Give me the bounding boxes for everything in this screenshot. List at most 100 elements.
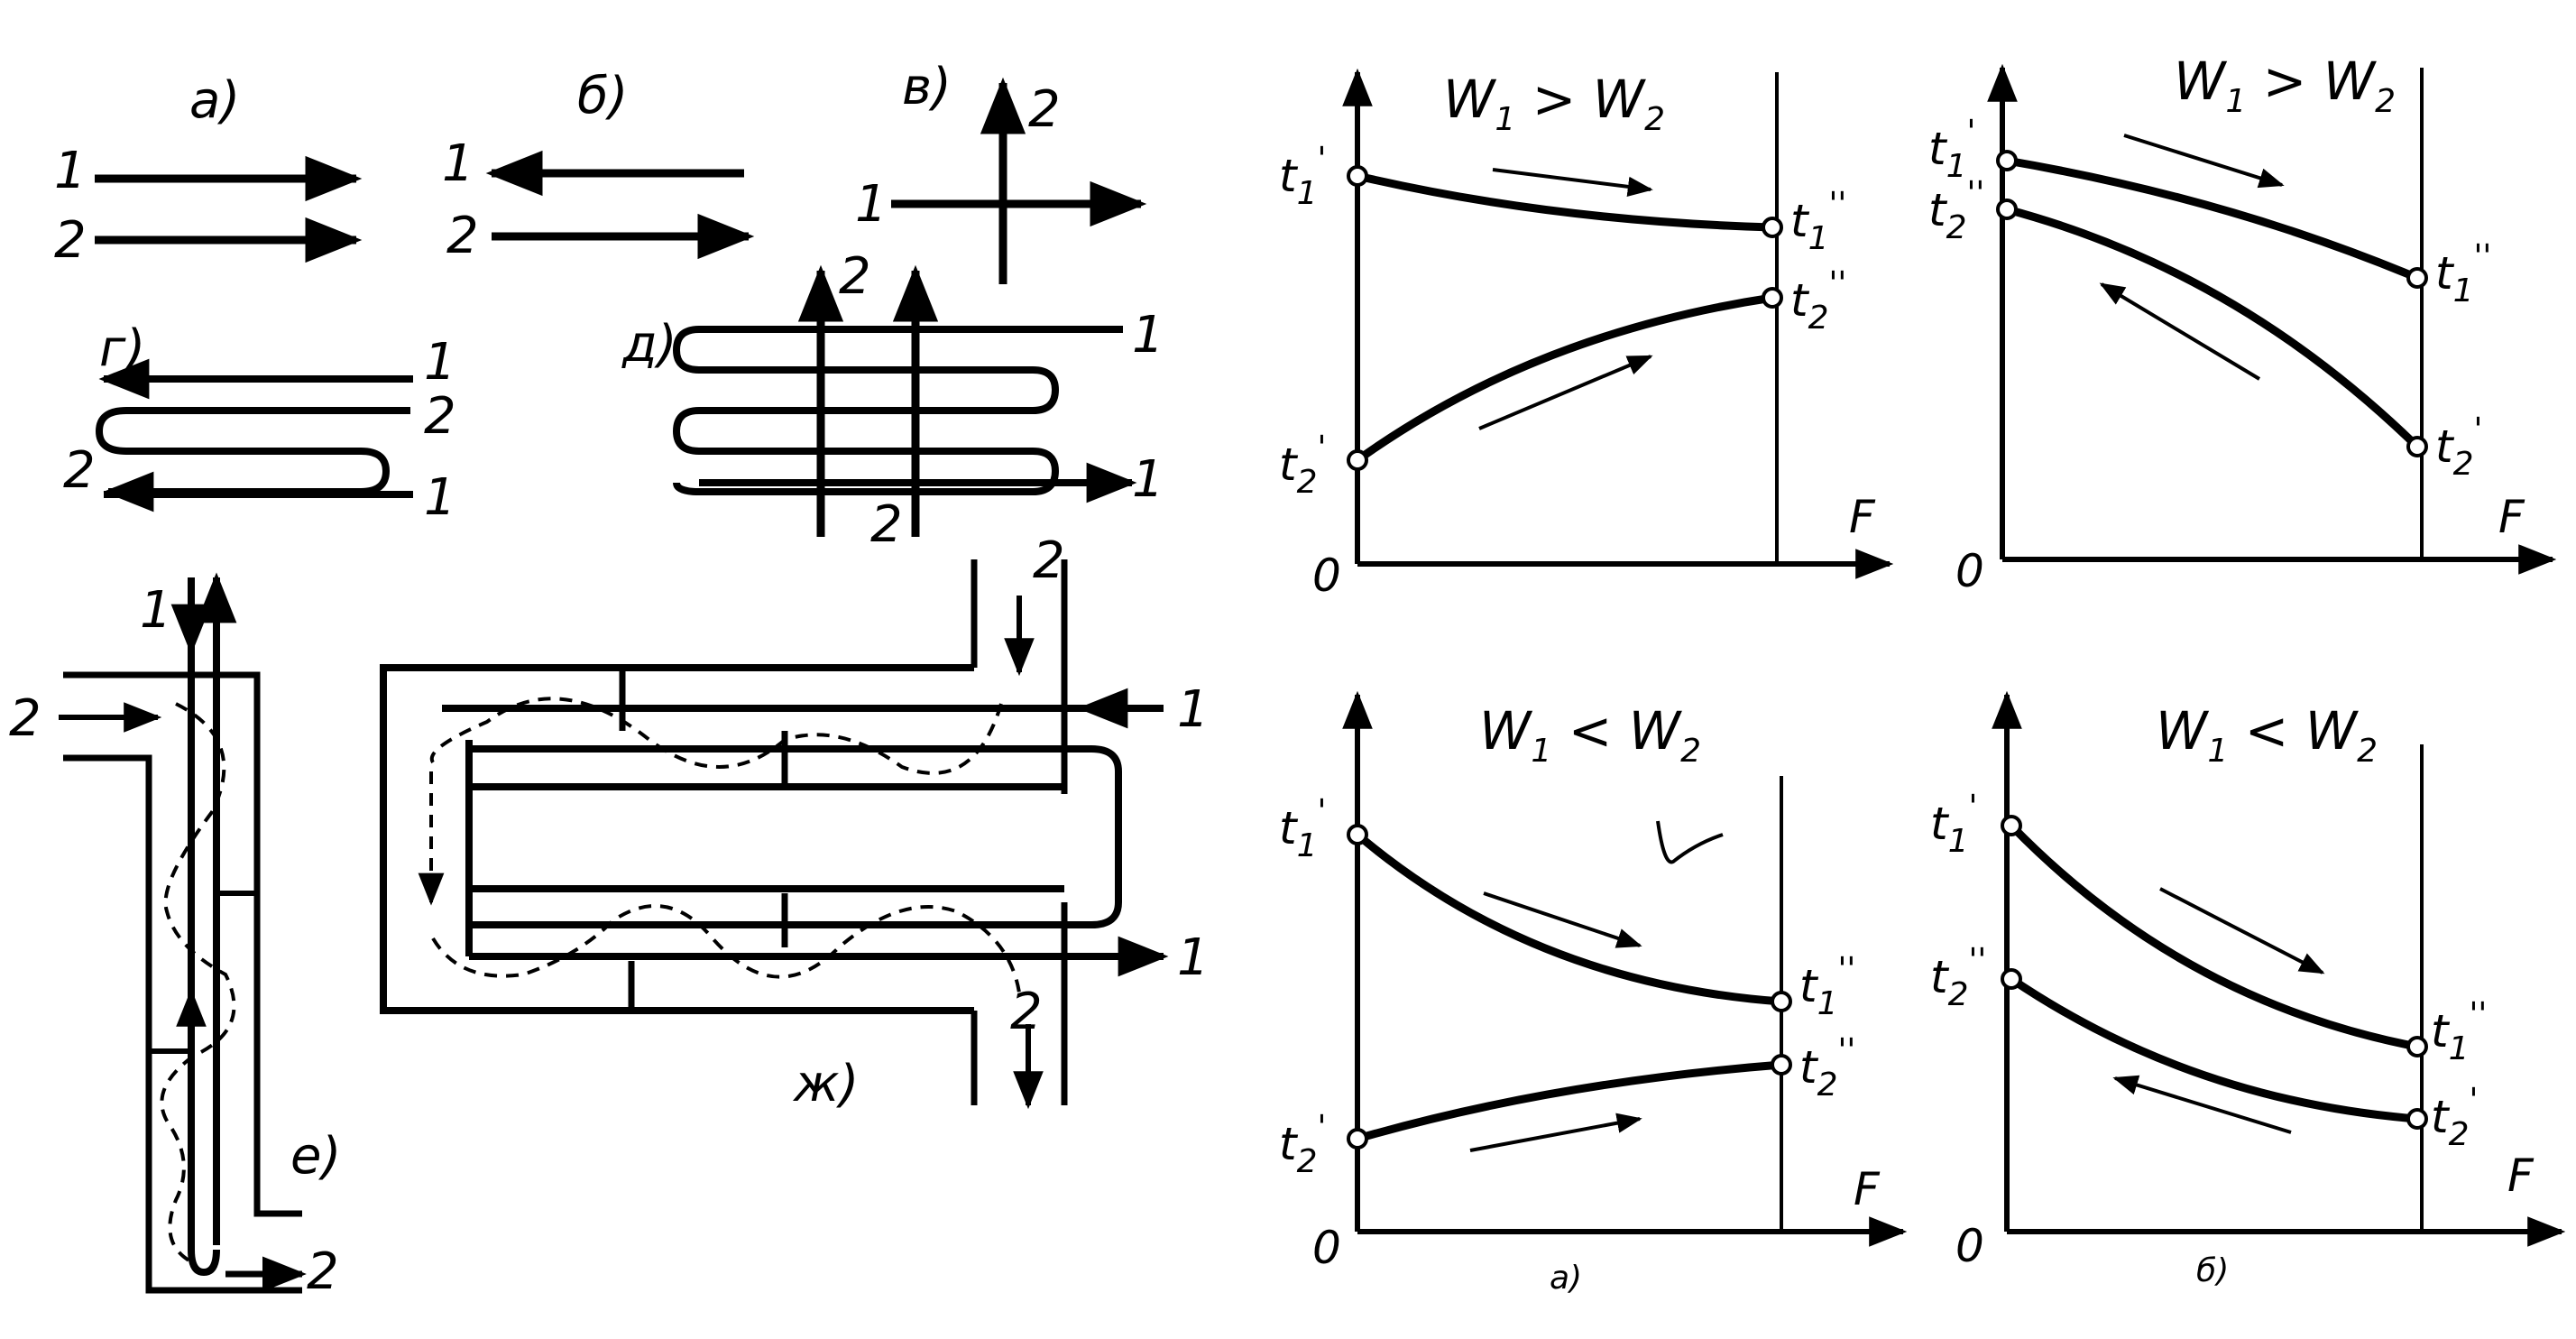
graph2-point-t1-in xyxy=(1996,150,2018,171)
graph1-label-t1-out: t1'' xyxy=(1790,186,1846,257)
graph3-flow-arrow-1 xyxy=(1483,891,1642,948)
scheme-e-shell-flow-path xyxy=(160,702,236,1265)
graph2-curve-t1 xyxy=(2006,156,2419,282)
graph4-flow-arrow-1 xyxy=(2159,887,2325,974)
graph-parallel-w1-gt-w2: 0 F W1 > W2 t1' t1'' t2' t2'' xyxy=(1279,68,1894,602)
scheme-zh-shell-and-tube: 1 1 2 2 ж) xyxy=(380,531,1210,1113)
graph4-point-t1-in xyxy=(2001,815,2022,836)
graph4-origin-label: 0 xyxy=(1955,1220,1984,1272)
graph3-x-axis-label: F xyxy=(1854,1163,1881,1215)
graph1-curve-t2 xyxy=(1355,293,1773,464)
graph1-flow-arrow-2 xyxy=(1478,355,1653,430)
graph3-label-t2-out: t2'' xyxy=(1799,1032,1855,1104)
graph1-origin-label: 0 xyxy=(1312,549,1341,602)
scheme-g-flow1-out-number: 1 xyxy=(424,468,456,527)
scheme-a-parallel-flow: а) 1 2 xyxy=(54,71,363,270)
scheme-a-flow2-number: 2 xyxy=(54,211,87,270)
graph4-flow-arrow-2 xyxy=(2112,1075,2292,1134)
scheme-d-flow1-in-number: 1 xyxy=(1132,306,1164,365)
graph-parallel-w1-lt-w2: 0 F а) W1 < W2 t1' t1'' t2' t2'' xyxy=(1279,690,1908,1297)
scheme-v-flow2-number: 2 xyxy=(1028,80,1061,139)
scheme-g-multipass: г) 1 2 2 1 xyxy=(63,319,456,527)
graph2-point-t1-out xyxy=(2406,267,2428,289)
scheme-zh-shell-flow-top xyxy=(429,697,1003,775)
graph4-point-t2-out xyxy=(2001,968,2022,990)
scheme-v-cross-flow: в) 2 1 xyxy=(855,58,1147,284)
graph-column-b-label: б) xyxy=(2196,1252,2229,1289)
graph4-x-axis-label: F xyxy=(2507,1150,2535,1202)
graph2-flow-arrow-1 xyxy=(2123,134,2285,189)
graph1-point-t2-out xyxy=(1762,287,1783,309)
graph4-label-t2-out: t2'' xyxy=(1930,942,1986,1013)
scheme-zh-flow2-in-number: 2 xyxy=(1033,531,1065,590)
graph3-flow-arrow-2 xyxy=(1469,1113,1642,1152)
scheme-e-u-tube: 1 2 е) 2 xyxy=(9,572,341,1301)
scheme-g-flow2-out-number: 2 xyxy=(63,441,96,500)
graph3-curve-t1 xyxy=(1355,831,1782,1006)
scheme-b-counter-flow: б) 1 2 xyxy=(442,67,755,265)
graph4-point-t2-in xyxy=(2406,1108,2428,1130)
scheme-d-flow2-bottom-number: 2 xyxy=(870,495,903,554)
scheme-g-serpentine xyxy=(95,407,410,513)
scheme-v-flow1-number: 1 xyxy=(855,175,888,234)
graph-column-a-label: а) xyxy=(1550,1260,1582,1297)
graph1-curve-t1 xyxy=(1356,171,1773,232)
scheme-d-cross-multipass: д) 2 1 1 2 xyxy=(621,247,1164,554)
graph2-x-axis-label: F xyxy=(2498,491,2525,543)
scheme-e-shell-left xyxy=(63,754,302,1294)
scheme-b-label: б) xyxy=(577,67,628,125)
scheme-d-serpentine xyxy=(672,326,1123,495)
graph-counter-w1-gt-w2: 0 F W1 > W2 t1' t2'' t1'' t2' xyxy=(1928,51,2557,597)
scheme-g-label: г) xyxy=(99,319,145,378)
graph2-curve-t2 xyxy=(2005,205,2421,450)
graph4-label-t2-in: t2' xyxy=(2431,1082,2478,1153)
graph-counter-w1-lt-w2: 0 F б) W1 < W2 t1' t2'' t1'' t2' xyxy=(1930,690,2566,1289)
graph1-title: W1 > W2 xyxy=(1443,69,1665,138)
graph1-label-t1-in: t1' xyxy=(1279,141,1326,212)
scheme-d-flow1-out-number: 1 xyxy=(1132,450,1164,509)
graph1-flow-arrow-1 xyxy=(1492,168,1653,197)
scheme-b-flow1-number: 1 xyxy=(442,134,474,193)
graph3-title: W1 < W2 xyxy=(1479,700,1701,770)
graph4-curve-t2 xyxy=(2009,975,2418,1123)
scheme-g-flow1-in-number: 1 xyxy=(424,333,456,392)
graph1-point-t1-in xyxy=(1347,165,1368,187)
scheme-zh-flow1-in-number: 1 xyxy=(1177,680,1210,739)
scheme-e-flow2-out-number: 2 xyxy=(307,1242,339,1301)
scheme-zh-shell xyxy=(380,664,974,1014)
graph2-label-t1-in: t1' xyxy=(1928,114,1975,185)
graph3-label-t1-out: t1'' xyxy=(1799,951,1855,1022)
graph3-point-t2-out xyxy=(1771,1054,1792,1076)
scheme-b-flow2-number: 2 xyxy=(446,207,479,265)
graph1-x-axis-label: F xyxy=(1849,491,1876,543)
graph2-point-t2-in xyxy=(2406,436,2428,457)
graph1-label-t2-in: t2' xyxy=(1279,429,1326,501)
graph3-point-t1-in xyxy=(1347,824,1368,845)
graph2-origin-label: 0 xyxy=(1955,545,1984,597)
graph4-curve-t1 xyxy=(2008,822,2418,1051)
scheme-a-flow1-number: 1 xyxy=(54,142,87,200)
graph2-title: W1 > W2 xyxy=(2174,51,2396,120)
graph3-check-mark xyxy=(1656,820,1724,864)
graph3-point-t2-in xyxy=(1347,1128,1368,1150)
graph2-label-t1-out: t1'' xyxy=(2435,238,2491,309)
scheme-d-label: д) xyxy=(621,315,677,374)
scheme-e-flow1-number: 1 xyxy=(140,581,172,640)
graph2-flow-arrow-2 xyxy=(2099,282,2261,381)
graph4-label-t1-in: t1' xyxy=(1930,789,1977,860)
scheme-a-label: а) xyxy=(189,71,240,130)
scheme-zh-shell-flow-bottom xyxy=(431,904,1021,993)
graph4-point-t1-out xyxy=(2406,1036,2428,1057)
graph4-label-t1-out: t1'' xyxy=(2431,996,2487,1067)
graph3-point-t1-out xyxy=(1771,991,1792,1012)
scheme-e-shell-right xyxy=(63,671,302,1217)
graph1-label-t2-out: t2'' xyxy=(1790,265,1846,337)
graph2-point-t2-out xyxy=(1996,199,2018,220)
graph3-label-t2-in: t2' xyxy=(1279,1109,1326,1180)
graph2-label-t2-in: t2' xyxy=(2435,411,2482,483)
scheme-zh-tube-bundle-outer xyxy=(469,745,1122,928)
scheme-e-label: е) xyxy=(290,1127,341,1186)
scheme-zh-flow1-out-number: 1 xyxy=(1177,928,1210,987)
scheme-d-flow2-top-number: 2 xyxy=(839,247,871,306)
